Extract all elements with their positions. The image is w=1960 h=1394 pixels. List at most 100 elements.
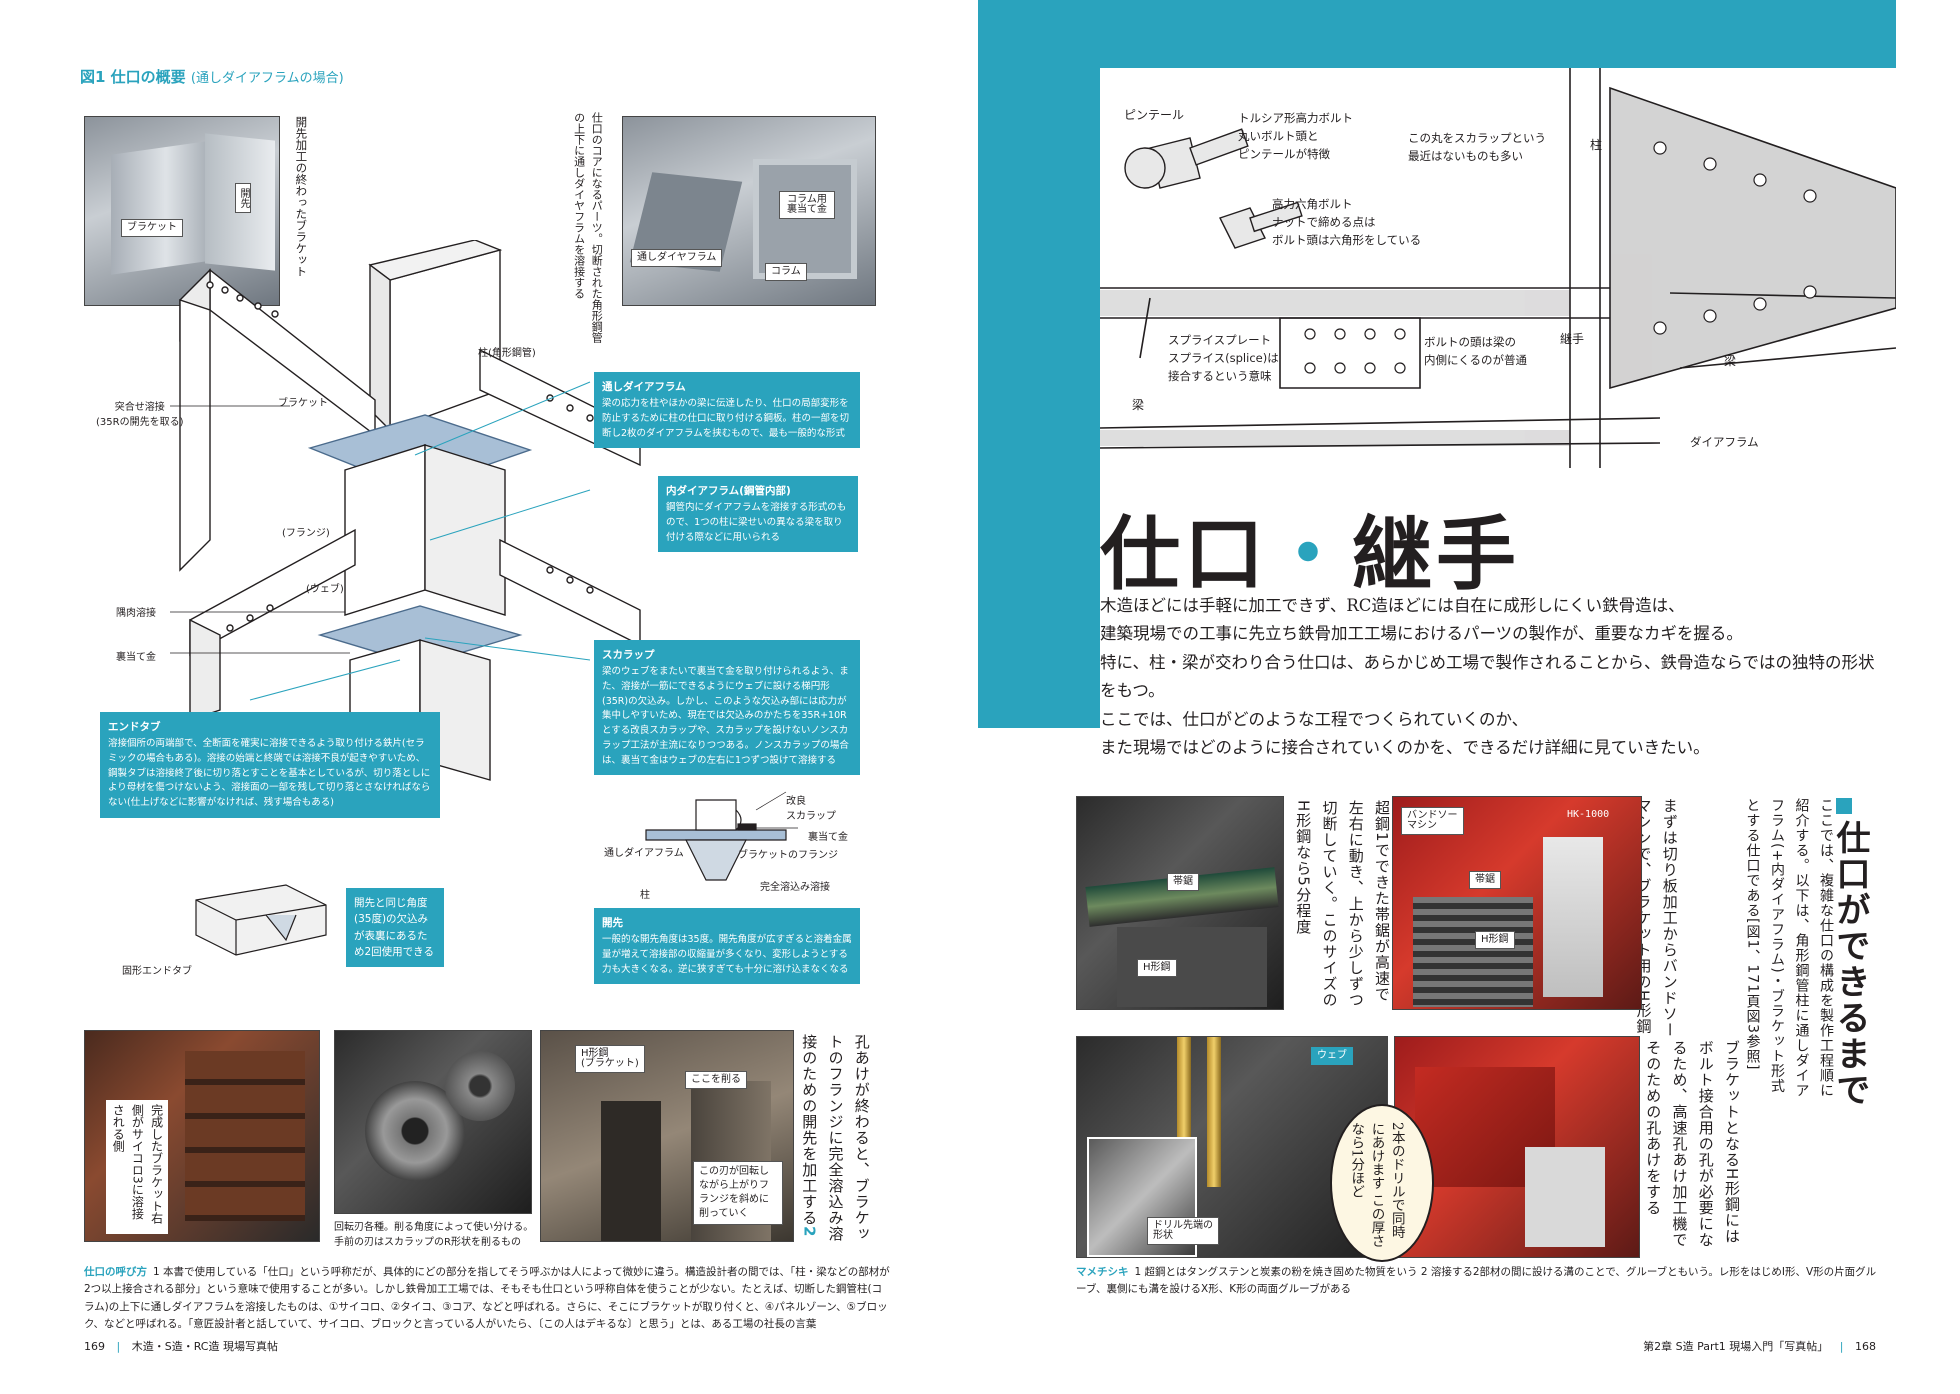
page-number-left: 169 | 木造・S造・RC造 現場写真帖 (84, 1340, 278, 1353)
detail-backing: 裏当て金 (808, 832, 848, 843)
lead-line-5: また現場ではどのように接合されていくのかを、できるだけ詳細に見ていきたい。 (1100, 737, 1710, 757)
scallop-detail-drawing (645, 791, 798, 881)
photo-bracket-groove: ブラケット 開先 (84, 116, 280, 306)
photo-rotary-blades (334, 1030, 532, 1214)
photo2-caption: 仕口のコアになるパーツ。切断された角形鋼管の上下に通しダイヤフラムを溶接する (572, 112, 604, 343)
callout-groove: 開先 一般的な開先角度は35度。開先角度が広すぎると溶着金属量が増えて溶接部の収… (594, 908, 860, 985)
hero-title-dot: ・ (1268, 507, 1352, 601)
body-groove-ref: 2 (800, 1226, 819, 1238)
figure-title: 図1 仕口の概要 (通しダイアフラムの場合) (80, 66, 344, 87)
tag-band-saw: 帯鋸 (1167, 873, 1199, 891)
callout-inner-diaphragm: 内ダイアフラム(鋼管内部) 鋼管内にダイアフラムを溶接する形式のもので、1つの柱… (658, 476, 858, 553)
photo-drill-bits: ウェブ ドリル先端の 形状 (1076, 1036, 1388, 1258)
footnote-left-body: 1 本書で使用している「仕口」という呼称だが、具体的にどの部分を指してそう呼ぶか… (84, 1266, 890, 1330)
page-number-169: 169 (84, 1340, 105, 1353)
lead-line-2: 建築現場での工事に先立ち鉄骨加工工場におけるパーツの製作が、重要なカギを握る。 (1100, 624, 1743, 644)
footnote-left-head: 仕口の呼び方 (84, 1266, 147, 1278)
figure-title-main: 図1 仕口の概要 (80, 68, 186, 86)
section-intro: ここでは、複雑な仕口の構成を製作工程順に紹介する。以下は、角形鋼管柱に通しダイア… (1744, 798, 1835, 1098)
sketch-bolt-head: ボルトの頭は梁の 内側にくるのが普通 (1424, 335, 1528, 367)
photo-band-saw: 帯鋸 H形鋼 (1076, 796, 1284, 1010)
photo-core-parts: 通しダイヤフラム コラム用裏当て金 コラム (622, 116, 876, 306)
sketch-column: 柱 (1590, 138, 1603, 152)
speech-bubble: 2本のドリルで同時にあけます この厚さなら1分ほど (1330, 1104, 1434, 1262)
callout-inner-title: 内ダイアフラム(鋼管内部) (666, 485, 791, 497)
callout-endtab-note: 開先と同じ角度(35度)の欠込みが表裏にあるため2回使用できる (346, 888, 444, 968)
step-band-saw-text: 超鋼1でできた帯鋸が高速で左右に動き、上から少しずつ切断していく。このサイズのH… (1294, 800, 1391, 1008)
label-column: 柱(角形鋼管) (478, 348, 536, 359)
tag-h-beam: H形鋼 (1137, 959, 1177, 977)
callout-groove-body: 一般的な開先角度は35度。開先角度が広すぎると溶着金属量が増えて溶接部の収縮量が… (602, 934, 852, 975)
callout-endtab: エンドタブ 溶接個所の両端部で、全断面を確実に溶接できるよう取り付ける鉄片(セラ… (100, 712, 440, 818)
tag-bandsaw-machine: バンドソー マシン (1401, 807, 1464, 835)
body-groove-process: 孔あけが終わると、ブラケットのフランジに完全溶込み溶接のための開先を加工する2 (796, 1034, 875, 1244)
sketch-hex-bolt: 高力六角ボルト ナットで締める点は ボルト頭は六角形をしている (1272, 197, 1422, 247)
photo-bandsaw-machine: バンドソー マシン 帯鋸 H形鋼 HK-1000 (1392, 796, 1642, 1010)
label-flange: (フランジ) (282, 528, 330, 539)
tag-column: コラム (765, 263, 807, 281)
lead-line-3: 特に、柱・梁が交わり合う仕口は、あらかじめ工場で製作されることから、鉄骨造ならで… (1100, 652, 1875, 701)
callout-through-title: 通しダイアフラム (602, 381, 686, 393)
step-drilling-text: ブラケットとなるH形鋼にはボルト接合用の孔が必要になるため、高速孔あけ加工機でそ… (1644, 1040, 1741, 1248)
tag-h-beam-2: H形鋼 (1475, 931, 1515, 949)
label-butt-weld: 突合せ溶接 (35Rの開先を取る) (96, 402, 184, 428)
label-web: (ウェブ) (306, 584, 344, 595)
detail-through: 通しダイアフラム (604, 848, 684, 859)
label-bracket: ブラケット (278, 398, 328, 409)
joint-sketch-drawing (1100, 68, 1896, 468)
tag-column-backing: コラム用裏当て金 (779, 191, 835, 219)
machine-label: HK-1000 (1567, 809, 1610, 820)
step-band-saw: 超鋼1でできた帯鋸が高速で左右に動き、上から少しずつ切断していく。このサイズのH… (1290, 800, 1395, 1014)
photo-blades-caption: 回転刃各種。削る角度によって使い分ける。手前の刃はスカラップのR形状を削るもの (334, 1222, 534, 1248)
detail-flange: ブラケットのフランジ (738, 850, 838, 861)
hero-lead: 木造ほどには手軽に加工できず、RC造ほどには自在に成形しにくい鉄骨造は、 建築現… (1100, 592, 1880, 762)
sketch-beam-right: 梁 (1724, 354, 1737, 368)
lead-line-1: 木造ほどには手軽に加工できず、RC造ほどには自在に成形しにくい鉄骨造は、 (1100, 596, 1685, 615)
tag-band-saw-2: 帯鋸 (1469, 871, 1501, 889)
endtab-drawing (195, 884, 327, 956)
callout-endtab-body: 溶接個所の両端部で、全断面を確実に溶接できるよう取り付ける鉄片(セラミックの場合… (108, 738, 431, 809)
sketch-diaphragm: ダイアフラム (1690, 435, 1759, 449)
page-number-168: 168 (1855, 1340, 1876, 1353)
figure-title-sub: (通しダイアフラムの場合) (190, 71, 344, 86)
label-fillet-weld: 隅肉溶接 (116, 608, 156, 619)
callout-scallop-title: スカラップ (602, 649, 655, 661)
photo1-caption: 開先加工の終わったブラケット (294, 116, 309, 277)
tag-bracket: ブラケット (121, 219, 183, 237)
sketch-splice: スプライスプレート スプライス(splice)は 接合するという意味 (1168, 333, 1279, 383)
step-drilling: ブラケットとなるH形鋼にはボルト接合用の孔が必要になるため、高速孔あけ加工機でそ… (1640, 1040, 1745, 1250)
tag-blade-note: この刃が回転しながら上がりフランジを斜めに削っていく (693, 1161, 783, 1225)
footnote-right-body: 1 超鋼とはタングステンと炭素の粉を焼き固めた物質をいう 2 溶接する2部材の間… (1076, 1266, 1877, 1296)
detail-weld: 完全溶込み溶接 (760, 882, 830, 893)
page-number-right: 第2章 S造 Part1 現場入門「写真帖」 | 168 (1643, 1340, 1876, 1353)
running-head-left: 木造・S造・RC造 現場写真帖 (131, 1340, 278, 1353)
callout-through-diaphragm: 通しダイアフラム 梁の応力を柱やほかの梁に伝達したり、仕口の局部変形を防止するた… (594, 372, 860, 449)
tag-drill-tip: ドリル先端の 形状 (1147, 1217, 1219, 1245)
callout-inner-body: 鋼管内にダイアフラムを溶接する形式のもので、1つの柱に梁せいの異なる梁を取り付け… (666, 502, 847, 543)
callout-scallop: スカラップ 梁のウェブをまたいで裏当て金を取り付けられるよう、また、溶接が一筋に… (594, 640, 860, 776)
sketch-beam-left: 梁 (1132, 398, 1145, 412)
callout-scallop-body: 梁のウェブをまたいで裏当て金を取り付けられるよう、また、溶接が一筋にできるように… (602, 666, 849, 766)
label-backing: 裏当て金 (116, 652, 156, 663)
sketch-pintail: ピンテール (1124, 108, 1185, 122)
tag-web: ウェブ (1311, 1047, 1353, 1065)
callout-endtab-title: エンドタブ (108, 721, 161, 733)
sketch-scallop: この丸をスカラップという 最近はないものも多い (1408, 131, 1546, 163)
lead-line-4: ここでは、仕口がどのような工程でつくられていくのか、 (1100, 709, 1529, 729)
speech-bubble-text: 2本のドリルで同時にあけます この厚さなら1分ほど (1348, 1122, 1405, 1248)
photo-bracket-caption: 完成したブラケット右側がサイコロ3に溶接される側 (106, 1100, 168, 1234)
section-title: 仕口ができるまで (1830, 820, 1870, 1108)
callout-through-body: 梁の応力を柱やほかの梁に伝達したり、仕口の局部変形を防止するために柱の仕口に取り… (602, 398, 850, 439)
detail-kairyo-scallop: 改良 スカラップ (786, 796, 836, 822)
sketch-torshear: トルシア形高力ボルト 丸いボルト頭と ピンテールが特徴 (1238, 111, 1353, 161)
hero-title: 仕口・継手 (1100, 490, 1520, 606)
label-solid-endtab: 固形エンドタブ (122, 966, 192, 977)
body-groove-text: 孔あけが終わると、ブラケットのフランジに完全溶込み溶接のための開先を加工する (800, 1034, 871, 1242)
section-marker (1836, 798, 1852, 814)
photo-drilling-machine (1394, 1036, 1640, 1258)
hero-title-tsugite: 継手 (1352, 507, 1520, 601)
hero-text-panel (1100, 488, 1896, 728)
callout-groove-title: 開先 (602, 917, 623, 929)
